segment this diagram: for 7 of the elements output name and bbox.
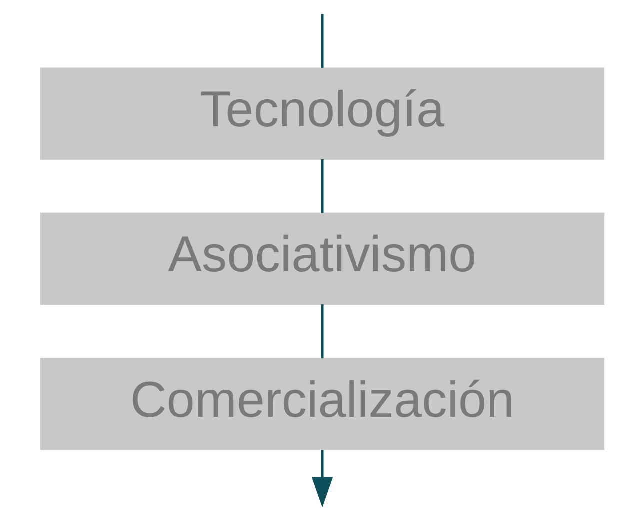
arrow (311, 450, 333, 508)
connector (320, 14, 324, 68)
node-box: Asociativismo (40, 212, 604, 306)
node-box: Tecnología (40, 68, 604, 160)
connector (320, 159, 324, 214)
node-box: Comercialización (40, 358, 604, 450)
connector (320, 304, 324, 359)
